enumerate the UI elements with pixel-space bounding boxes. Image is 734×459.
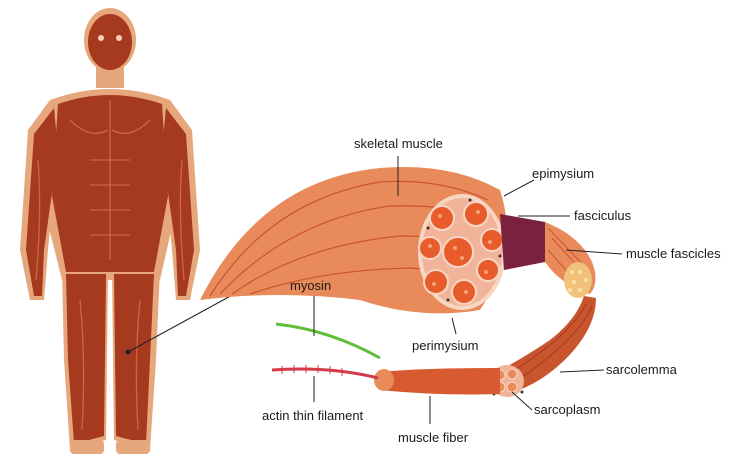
label-fasciculus: fasciculus (574, 208, 632, 223)
label-muscle-fiber: muscle fiber (398, 430, 469, 445)
label-perimysium: perimysium (412, 338, 478, 353)
label-myosin: myosin (290, 278, 331, 293)
label-muscle-fascicles: muscle fascicles (626, 246, 721, 261)
label-sarcoplasm: sarcoplasm (534, 402, 600, 417)
label-actin-thin-filament: actin thin filament (262, 408, 364, 423)
label-epimysium: epimysium (532, 166, 594, 181)
fiber-bundle (490, 296, 596, 397)
muscle-fiber (272, 324, 500, 395)
label-sarcolemma: sarcolemma (606, 362, 678, 377)
fasciculus-tube (500, 214, 596, 298)
body-pointer-dot (126, 350, 131, 355)
muscle-cross-section (418, 194, 506, 310)
label-skeletal-muscle: skeletal muscle (354, 136, 443, 151)
human-body-figure (20, 8, 200, 454)
